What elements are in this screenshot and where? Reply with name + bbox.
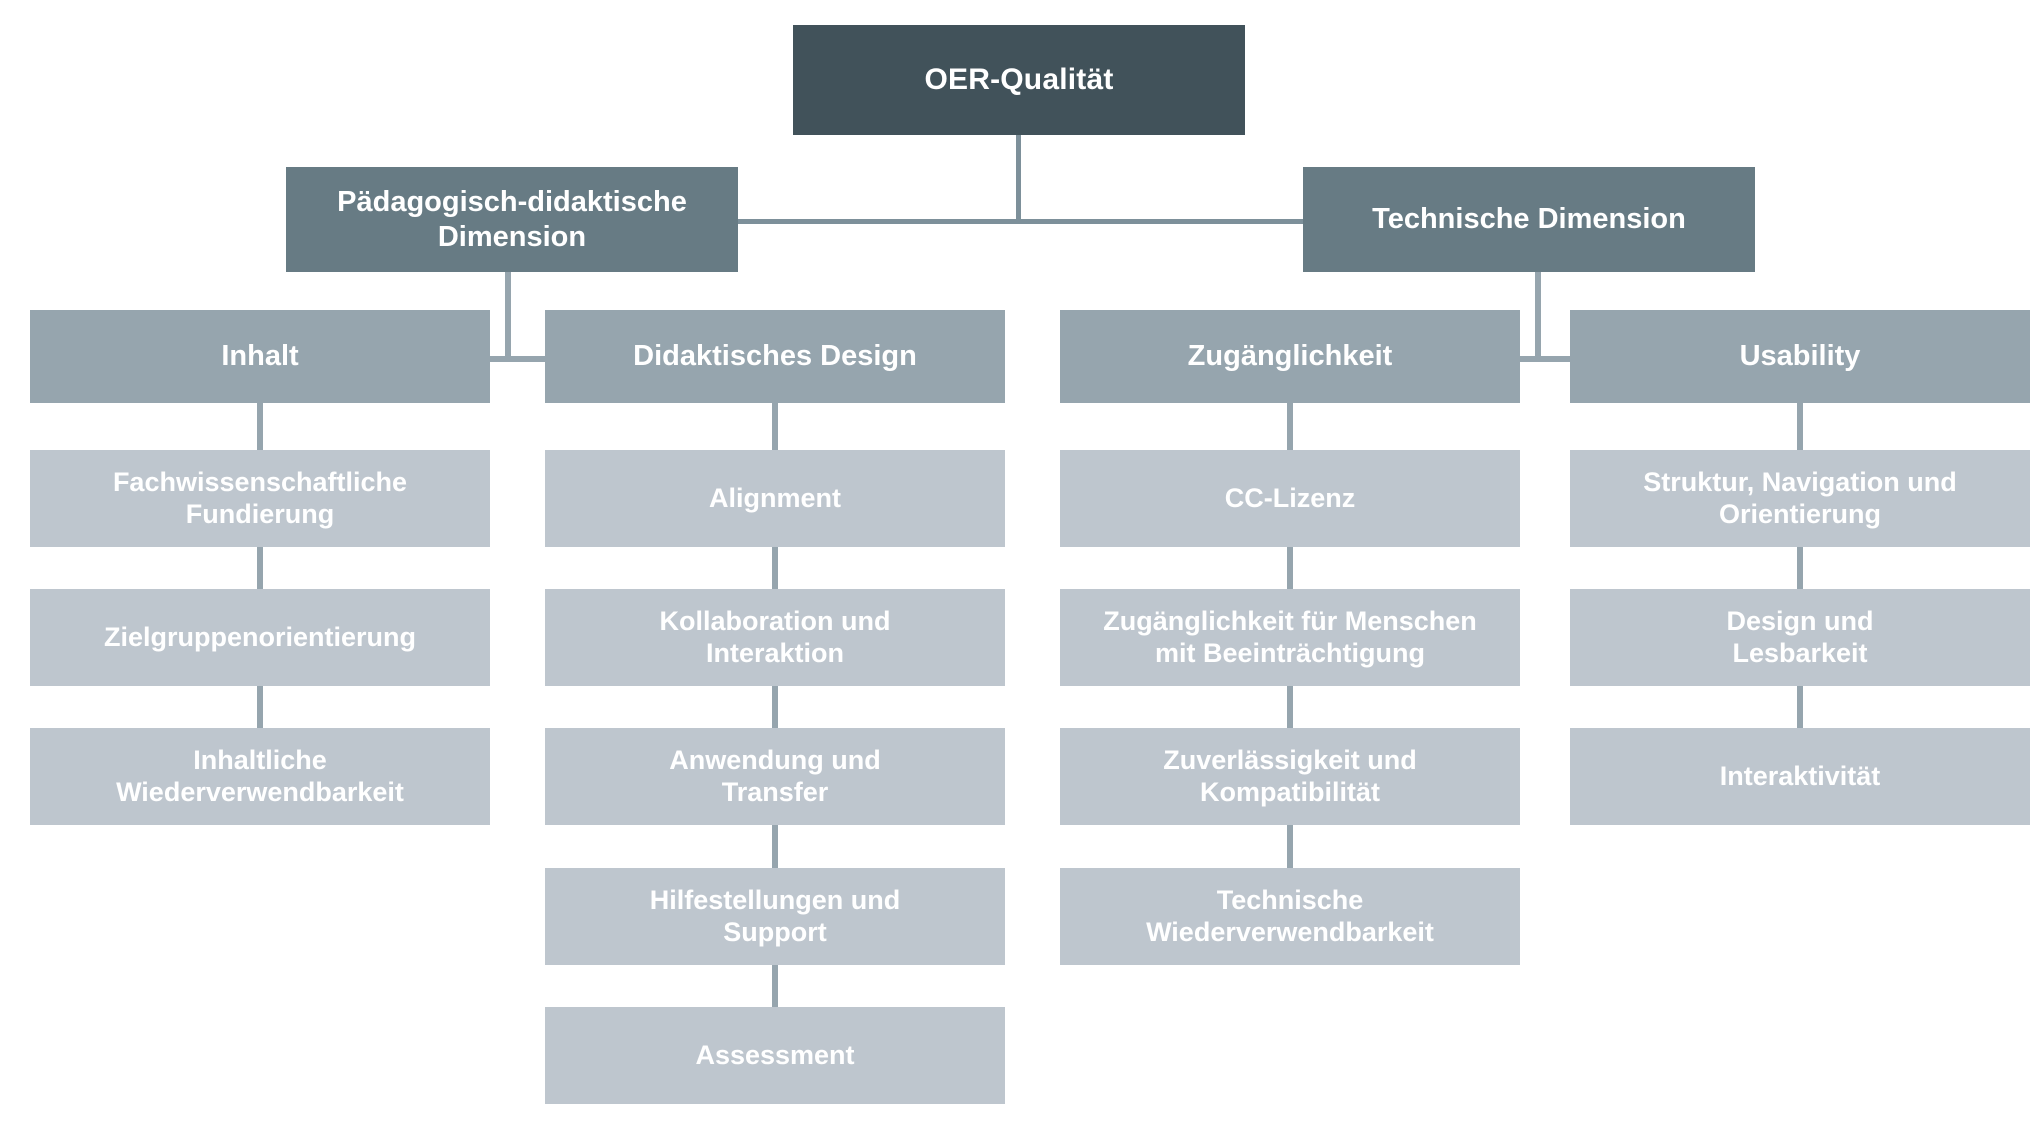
node-category-didaktisches-design[interactable]: Didaktisches Design — [545, 310, 1005, 403]
connector-root-stem — [1016, 135, 1021, 222]
node-leaf-zuverlaessigkeit-und-kompatibilitaet[interactable]: Zuverlässigkeit und Kompatibilität — [1060, 728, 1520, 825]
connector-col1-spine-3 — [257, 685, 263, 728]
node-category-zugaenglichkeit[interactable]: Zugänglichkeit — [1060, 310, 1520, 403]
connector-cat-right-crossbar — [1519, 356, 1577, 362]
node-leaf-inhaltliche-wiederverwendbarkeit[interactable]: Inhaltliche Wiederverwendbarkeit — [30, 728, 490, 825]
connector-dim-left-stem — [505, 272, 511, 361]
connector-dim-right-stem — [1535, 272, 1541, 361]
connector-col1-spine-2 — [257, 546, 263, 589]
connector-col3-spine-4 — [1287, 825, 1293, 868]
node-leaf-anwendung-und-transfer[interactable]: Anwendung und Transfer — [545, 728, 1005, 825]
node-root-oer-qualitaet[interactable]: OER-Qualität — [793, 25, 1245, 135]
node-leaf-design-und-lesbarkeit[interactable]: Design und Lesbarkeit — [1570, 589, 2030, 686]
node-leaf-assessment[interactable]: Assessment — [545, 1007, 1005, 1104]
node-leaf-struktur-navigation-und-orientierung[interactable]: Struktur, Navigation und Orientierung — [1570, 450, 2030, 547]
connector-col3-spine-2 — [1287, 546, 1293, 589]
node-leaf-zugaenglichkeit-fuer-menschen-mit-beeintraechtigung[interactable]: Zugänglichkeit für Menschen mit Beeinträ… — [1060, 589, 1520, 686]
node-leaf-interaktivitaet[interactable]: Interaktivität — [1570, 728, 2030, 825]
node-leaf-kollaboration-und-interaktion[interactable]: Kollaboration und Interaktion — [545, 589, 1005, 686]
node-leaf-alignment[interactable]: Alignment — [545, 450, 1005, 547]
connector-col2-spine-4 — [772, 825, 778, 868]
node-leaf-zielgruppenorientierung[interactable]: Zielgruppenorientierung — [30, 589, 490, 686]
connector-cat-left-crossbar — [489, 356, 547, 362]
connector-col4-spine-3 — [1797, 685, 1803, 728]
connector-col4-spine-2 — [1797, 546, 1803, 589]
node-dimension-technische[interactable]: Technische Dimension — [1303, 167, 1755, 272]
node-category-usability[interactable]: Usability — [1570, 310, 2030, 403]
connector-col2-spine-5 — [772, 964, 778, 1007]
node-leaf-technische-wiederverwendbarkeit[interactable]: Technische Wiederverwendbarkeit — [1060, 868, 1520, 965]
node-category-inhalt[interactable]: Inhalt — [30, 310, 490, 403]
node-leaf-fachwissenschaftliche-fundierung[interactable]: Fachwissenschaftliche Fundierung — [30, 450, 490, 547]
connector-col2-spine-2 — [772, 546, 778, 589]
connector-col2-spine-3 — [772, 685, 778, 728]
connector-col3-spine-3 — [1287, 685, 1293, 728]
connector-dimension-crossbar — [737, 219, 1303, 224]
node-dimension-paedagogisch-didaktisch[interactable]: Pädagogisch-didaktische Dimension — [286, 167, 738, 272]
node-leaf-cc-lizenz[interactable]: CC-Lizenz — [1060, 450, 1520, 547]
node-leaf-hilfestellungen-und-support[interactable]: Hilfestellungen und Support — [545, 868, 1005, 965]
